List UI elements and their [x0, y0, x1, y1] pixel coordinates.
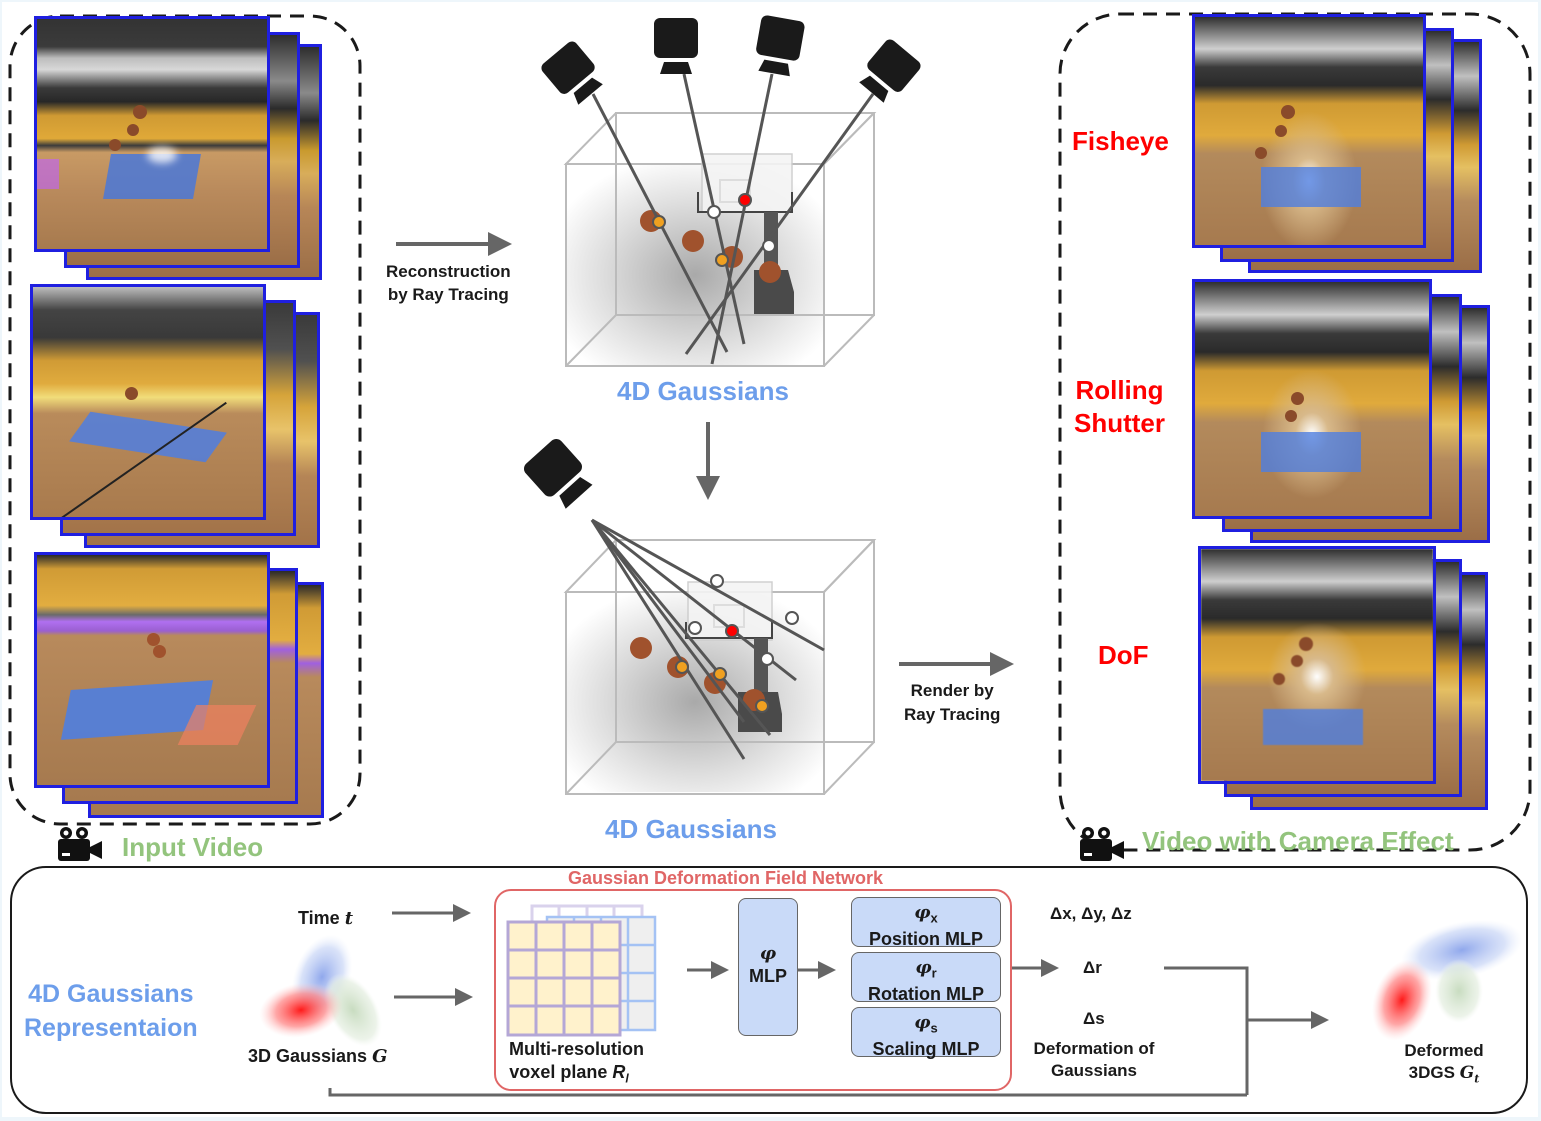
position-mlp-symbol: φx — [852, 902, 1000, 929]
voxel-subscript: l — [625, 1071, 629, 1086]
render-label-line-1: Render by — [910, 681, 994, 700]
output-frame — [1192, 279, 1432, 519]
effect-label-rolling-shutter: Rolling Shutter — [1074, 374, 1165, 440]
camera-icon — [523, 438, 593, 509]
representation-title-line-2: Representaion — [24, 1014, 198, 1042]
deformation-label-line-1: Deformation of — [1033, 1039, 1155, 1058]
effect-label-line-2: Shutter — [1074, 408, 1165, 438]
delta-scale: Δs — [1083, 1009, 1105, 1028]
rotation-mlp-label: Rotation MLP — [868, 983, 984, 1004]
deformation-label: Deformation of Gaussians — [1026, 1038, 1162, 1082]
camera-icon — [541, 41, 603, 105]
input-video-caption: Input Video — [122, 832, 264, 862]
effect-label-line-1: Rolling — [1075, 375, 1164, 405]
input-frame — [30, 284, 266, 520]
phi-symbol: φ — [914, 902, 931, 923]
gaussians-3d-variable: G — [372, 1046, 388, 1067]
deformed-gaussians-icon — [1372, 919, 1523, 1041]
rotation-mlp-block: φr Rotation MLP — [851, 952, 1001, 1004]
time-label: Time t — [298, 908, 353, 929]
deformed-subscript: t — [1474, 1072, 1480, 1086]
rotation-mlp-symbol: φr — [852, 957, 1000, 984]
gaussians-3d-icon — [259, 934, 382, 1047]
position-mlp-block: φx Position MLP — [851, 897, 1001, 949]
delta-position: Δx, Δy, Δz — [1050, 904, 1132, 923]
deformation-label-line-2: Gaussians — [1051, 1061, 1137, 1080]
phi-symbol: φ — [915, 957, 932, 978]
gaussians-3d-text: 3D Gaussians — [248, 1046, 373, 1066]
position-mlp-label: Position MLP — [869, 928, 983, 949]
deformed-label-text: 3DGS — [1408, 1063, 1460, 1082]
deformed-label-line-2: 3DGS Gt — [1394, 1062, 1494, 1090]
render-label-line-2: Ray Tracing — [904, 705, 1001, 724]
representation-panel — [10, 866, 1528, 1114]
delta-rotation: Δr — [1083, 958, 1102, 977]
video-camera-effect-caption: Video with Camera Effect — [1142, 826, 1454, 856]
voxel-plane-label: Multi-resolution voxel plane Rl — [509, 1038, 644, 1091]
representation-title: 4D Gaussians Representaion — [24, 977, 198, 1045]
camera-icon — [859, 39, 921, 103]
mlp-phi-symbol: φ — [759, 943, 777, 964]
render-label: Render by Ray Tracing — [904, 679, 1000, 727]
effect-label-fisheye: Fisheye — [1072, 126, 1169, 156]
input-frame — [34, 552, 270, 788]
deformed-variable: G — [1459, 1063, 1475, 1083]
reconstruct-label-line-1: Reconstruction — [386, 262, 511, 281]
network-title: Gaussian Deformation Field Network — [568, 868, 884, 888]
scaling-mlp-symbol: φs — [852, 1012, 1000, 1039]
deformed-label-line-1: Deformed — [1404, 1041, 1484, 1060]
deformed-3dgs-label: Deformed 3DGS Gt — [1394, 1040, 1494, 1090]
voxel-variable: R — [612, 1062, 626, 1082]
gaussians-3d-label: 3D Gaussians G — [248, 1046, 387, 1067]
effect-label-dof: DoF — [1098, 640, 1149, 670]
delta-to-merge-line — [1164, 966, 1249, 1095]
representation-title-line-1: 4D Gaussians — [28, 980, 194, 1008]
scaling-mlp-label: Scaling MLP — [872, 1038, 980, 1059]
gaussian-box-bottom — [563, 518, 877, 795]
phi-subscript: s — [930, 1020, 938, 1036]
voxel-plane-icon — [506, 904, 657, 1037]
phi-subscript: r — [931, 965, 937, 981]
shared-mlp-block: φ MLP — [738, 898, 798, 1036]
mlp-label: MLP — [749, 966, 787, 986]
output-frame — [1198, 546, 1436, 784]
gaussians-bottom-label: 4D Gaussians — [605, 814, 777, 844]
skip-connection-line — [328, 1088, 1247, 1097]
reconstruct-label-line-2: by Ray Tracing — [387, 285, 509, 304]
camera-icon — [756, 15, 805, 77]
time-text: Time — [298, 908, 345, 928]
camera-icon — [654, 18, 698, 74]
gaussian-box-top — [563, 73, 877, 367]
input-frame — [34, 16, 270, 252]
network-box — [494, 889, 1012, 1091]
voxel-label-text: voxel plane — [509, 1062, 613, 1082]
phi-symbol: φ — [914, 1012, 931, 1033]
phi-subscript: x — [930, 910, 938, 926]
reconstruct-label: Reconstruction by Ray Tracing — [386, 260, 511, 306]
voxel-label-line-2: voxel plane Rl — [509, 1061, 629, 1091]
time-variable: t — [344, 908, 354, 929]
scaling-mlp-block: φs Scaling MLP — [851, 1007, 1001, 1059]
voxel-label-line-1: Multi-resolution — [509, 1039, 644, 1059]
output-frame — [1192, 14, 1426, 248]
gaussians-top-label: 4D Gaussians — [617, 376, 789, 406]
